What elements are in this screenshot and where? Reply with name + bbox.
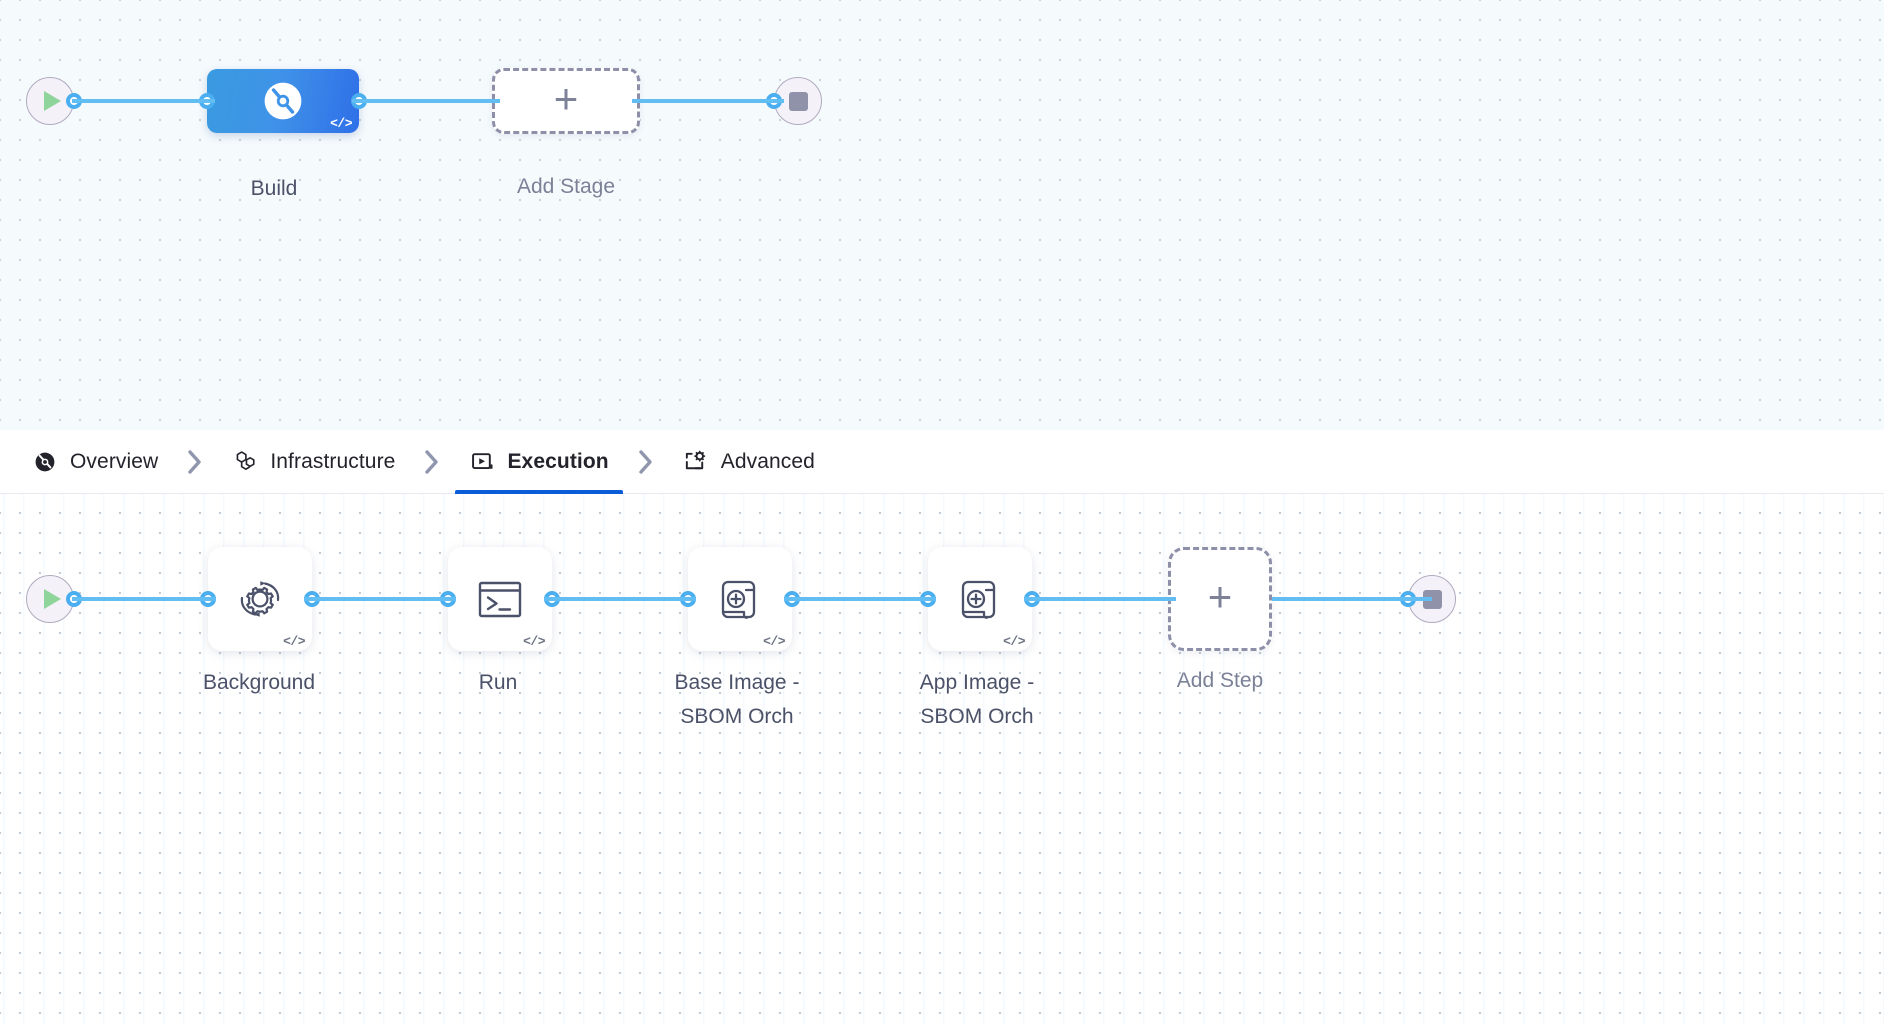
stop-circle [1408,575,1456,623]
edge-build-to-addstage [352,99,500,103]
step-card-run[interactable]: </> [448,547,552,651]
step-node-run[interactable]: </> [440,547,560,651]
step-card-base-image-sbom[interactable]: </> [688,547,792,651]
step-canvas[interactable]: </> Background </> Run [0,494,1884,1024]
stage-card-build[interactable]: </> [207,69,359,133]
edge-background-to-run [304,597,456,601]
edge-addstep-to-end [1272,597,1432,601]
tab-overview-label: Overview [70,449,159,473]
play-circle [26,575,74,623]
plus-icon: + [553,75,579,122]
stage-node-build[interactable]: </> [199,69,367,133]
edge-appimage-to-addstep [1024,597,1176,601]
step-node-app-image-sbom[interactable]: </> [920,547,1040,651]
tab-overview[interactable]: Overview [18,430,172,494]
add-step-label: Add Step [1176,669,1264,692]
tab-infrastructure-label: Infrastructure [270,449,396,473]
tab-separator-3 [623,430,669,494]
overview-icon [32,449,58,475]
tab-advanced-label: Advanced [720,449,815,473]
sbom-scroll-icon [721,580,756,619]
chevron-right-icon [425,449,439,474]
code-badge-icon: </> [523,634,545,649]
edge-start-to-build [72,99,215,103]
stop-circle [774,77,822,125]
code-badge-icon: </> [1003,634,1025,649]
step-label-run: Run [478,671,518,694]
sbom-scroll-icon [961,580,996,619]
stage-label-build: Build [250,177,298,200]
add-stage-node[interactable]: + [492,68,640,134]
add-step-node[interactable]: + [1168,547,1272,651]
add-stage-button[interactable]: + [492,68,640,134]
terminal-icon [478,581,522,618]
edge-addstage-to-end [632,99,784,103]
stage-config-tabs: Overview Infrastructure [0,430,1884,494]
stop-icon [1422,589,1442,609]
chevron-right-icon [639,449,652,474]
stop-icon [788,91,808,111]
tab-execution-label: Execution [507,449,609,473]
step-label-app-image-sbom: App Image - SBOM Orch [919,671,1035,729]
tab-separator-1 [172,430,218,494]
step-card-background[interactable]: </> [208,547,312,651]
step-card-app-image-sbom[interactable]: </> [928,547,1032,651]
execution-icon [469,449,495,475]
add-stage-label: Add Stage [516,175,616,198]
infrastructure-icon [232,449,258,475]
chevron-right-icon [188,449,202,474]
plus-icon: + [1207,573,1233,620]
code-badge-icon: </> [330,116,352,131]
tab-infrastructure[interactable]: Infrastructure [218,430,409,494]
tab-separator-2 [409,430,455,494]
play-icon [44,589,61,609]
step-node-background[interactable]: </> [200,547,320,651]
tab-advanced[interactable]: Advanced [669,430,829,494]
edge-baseimage-to-appimage [784,597,936,601]
play-icon [44,91,61,111]
stage-canvas[interactable]: </> Build + Add Stage [0,0,1884,430]
advanced-icon [683,449,709,475]
stage-start-node[interactable] [26,77,82,125]
tab-execution[interactable]: Execution [455,430,623,494]
step-label-background: Background [202,671,316,694]
add-step-button[interactable]: + [1168,547,1272,651]
step-label-base-image-sbom: Base Image - SBOM Orch [674,671,800,729]
background-gear-icon [240,581,280,617]
step-start-node[interactable] [26,575,82,623]
step-end-node[interactable] [1400,575,1456,623]
edge-run-to-baseimage [544,597,696,601]
edge-start-to-background [72,597,216,601]
harness-stage-icon [264,82,302,120]
code-badge-icon: </> [283,634,305,649]
code-badge-icon: </> [763,634,785,649]
step-node-base-image-sbom[interactable]: </> [680,547,800,651]
